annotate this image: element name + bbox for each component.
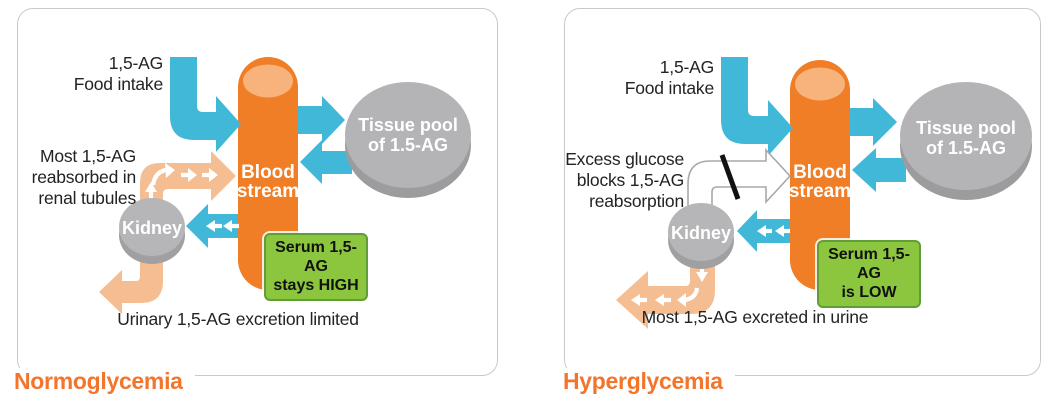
filtration-flow-arrows-icon — [757, 225, 790, 237]
kidney-label: Kidney — [121, 218, 182, 238]
hyperglycemia-diagram — [616, 57, 1032, 329]
excretion-note: Most 1,5-AG excreted in urine — [641, 307, 869, 327]
urinary-excretion-arrow-icon — [616, 256, 715, 329]
kidney-label: Kidney — [670, 223, 731, 243]
tissue-pool-label: Tissue pool of 1.5-AG — [916, 118, 1016, 158]
blood-stream-label: Blood stream — [236, 162, 300, 202]
normoglycemia-diagram — [99, 57, 471, 314]
blocked-reabsorption-arrow-icon — [687, 147, 792, 207]
tissue-release-arrow-icon — [300, 140, 352, 184]
tissue-uptake-arrow-icon — [850, 98, 897, 146]
tissue-release-arrow-icon — [852, 148, 906, 192]
blood-stream-highlight — [795, 67, 845, 101]
filtration-flow-arrows-icon — [206, 220, 239, 232]
reabsorption-note: Most 1,5-AG reabsorbed in renal tubules — [31, 146, 137, 208]
excretion-note: Urinary 1,5-AG excretion limited — [117, 309, 359, 329]
kidney-disc — [119, 198, 185, 256]
food-intake-arrow-icon — [170, 57, 241, 152]
block-slash-icon — [719, 154, 741, 200]
panel-title-normoglycemia: Normoglycemia — [14, 368, 195, 399]
excretion-flow-arrows-icon — [631, 266, 708, 307]
blocked-reabsorption-note: Excess glucose blocks 1,5-AG reabsorptio… — [565, 149, 684, 211]
food-intake-label: 1,5-AG Food intake — [624, 57, 714, 98]
blood-stream-capsule — [238, 57, 298, 290]
tissue-pool-disc — [345, 82, 471, 188]
blood-stream-highlight — [243, 64, 293, 98]
food-intake-arrow-icon — [721, 57, 793, 156]
tissue-uptake-arrow-icon — [298, 96, 345, 144]
serum-status-badge: Serum 1,5-AG is LOW — [817, 240, 921, 308]
serum-status-badge: Serum 1,5-AG stays HIGH — [264, 233, 368, 301]
tissue-pool-label: Tissue pool of 1.5-AG — [358, 115, 458, 155]
urinary-excretion-arrow-icon — [99, 256, 163, 314]
food-intake-label: 1,5-AG Food intake — [73, 53, 163, 94]
kidney-disc — [668, 203, 734, 261]
tissue-pool-disc — [900, 82, 1032, 190]
panel-title-hyperglycemia: Hyperglycemia — [563, 368, 735, 399]
blood-stream-label: Blood stream — [788, 162, 852, 202]
blood-stream-capsule — [790, 60, 850, 290]
reabsorption-flow-arrows-icon — [145, 163, 218, 201]
